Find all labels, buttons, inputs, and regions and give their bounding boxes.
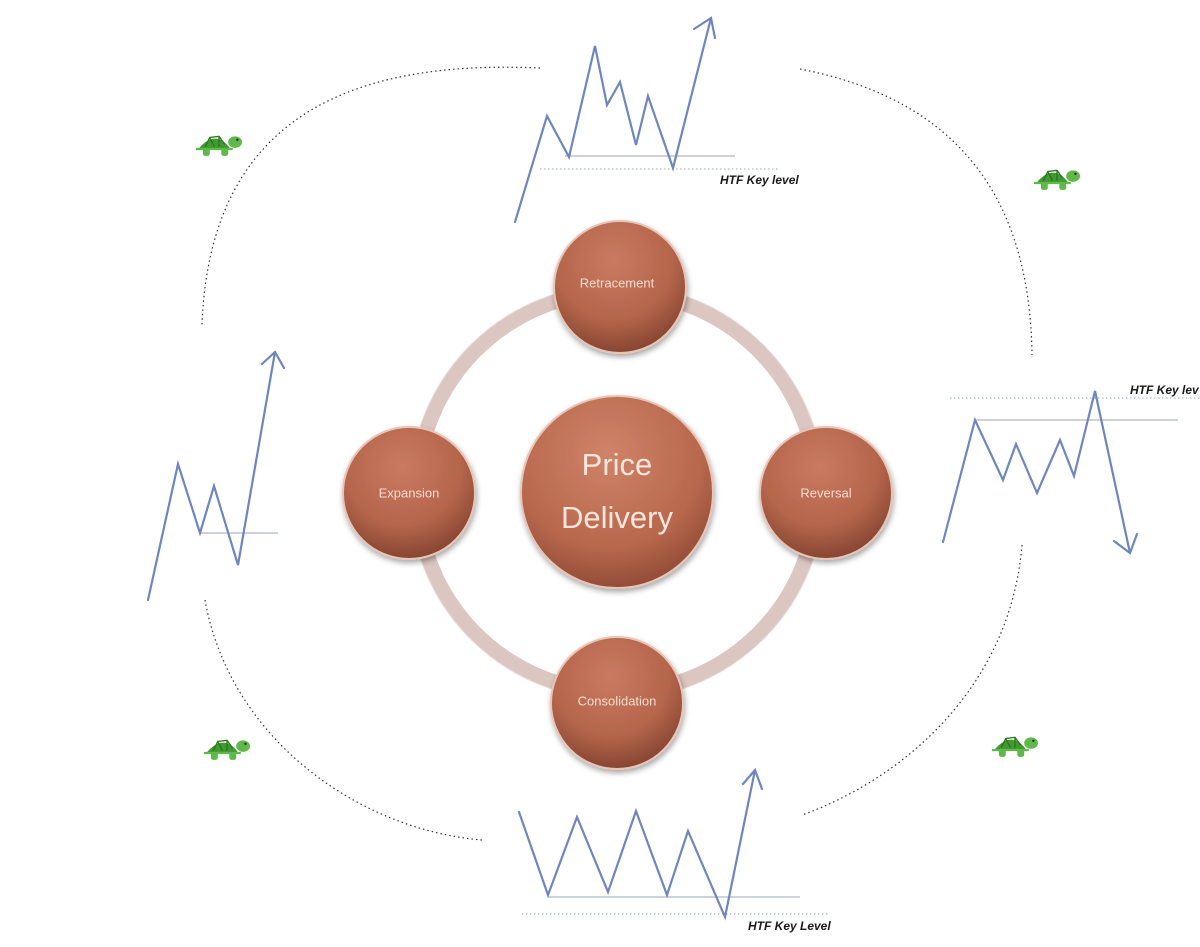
arrow-head-icon xyxy=(1112,532,1139,555)
phase-node-retracement: Retracement xyxy=(553,220,687,354)
cycle-arc-bottom-right xyxy=(801,544,1023,816)
price-path xyxy=(517,768,757,921)
cycle-arcs xyxy=(201,66,1033,841)
cycle-arc-bottom-left xyxy=(204,599,483,841)
phase-node-consolidation: Consolidation xyxy=(550,636,684,770)
turtle-icon xyxy=(1032,169,1082,192)
turtle-icon xyxy=(202,739,252,762)
price-path xyxy=(941,390,1132,555)
cycle-arc-top-right xyxy=(799,68,1033,356)
price-path xyxy=(513,16,713,224)
key-level-label: HTF Key Level xyxy=(748,919,831,933)
cycle-arc-top-left xyxy=(201,66,541,326)
consolidation-price-sketch: HTF Key Level xyxy=(517,767,831,933)
arrow-head-icon xyxy=(741,767,764,791)
phase-label: Expansion xyxy=(379,485,440,500)
turtle-icon xyxy=(990,736,1040,759)
reversal-price-sketch: HTF Key lev xyxy=(941,383,1200,555)
key-level-label: HTF Key lev xyxy=(1130,383,1200,397)
phase-node-reversal: Reversal xyxy=(759,426,893,560)
phase-label: Consolidation xyxy=(578,693,657,708)
phase-label: Reversal xyxy=(800,485,851,500)
expansion-price-sketch xyxy=(146,350,286,602)
phase-node-expansion: Expansion xyxy=(342,426,476,560)
price-path xyxy=(146,350,277,602)
phase-label: Retracement xyxy=(580,275,655,290)
turtle-icon xyxy=(194,135,244,158)
key-level-label: HTF Key level xyxy=(720,173,799,187)
arrow-head-icon xyxy=(260,350,286,370)
center-node xyxy=(520,395,714,589)
center-title-line-1: Price xyxy=(582,447,653,482)
retracement-price-sketch: HTF Key level xyxy=(513,16,799,224)
arrow-head-icon xyxy=(692,16,717,40)
center-title-line-2: Delivery xyxy=(561,500,673,535)
